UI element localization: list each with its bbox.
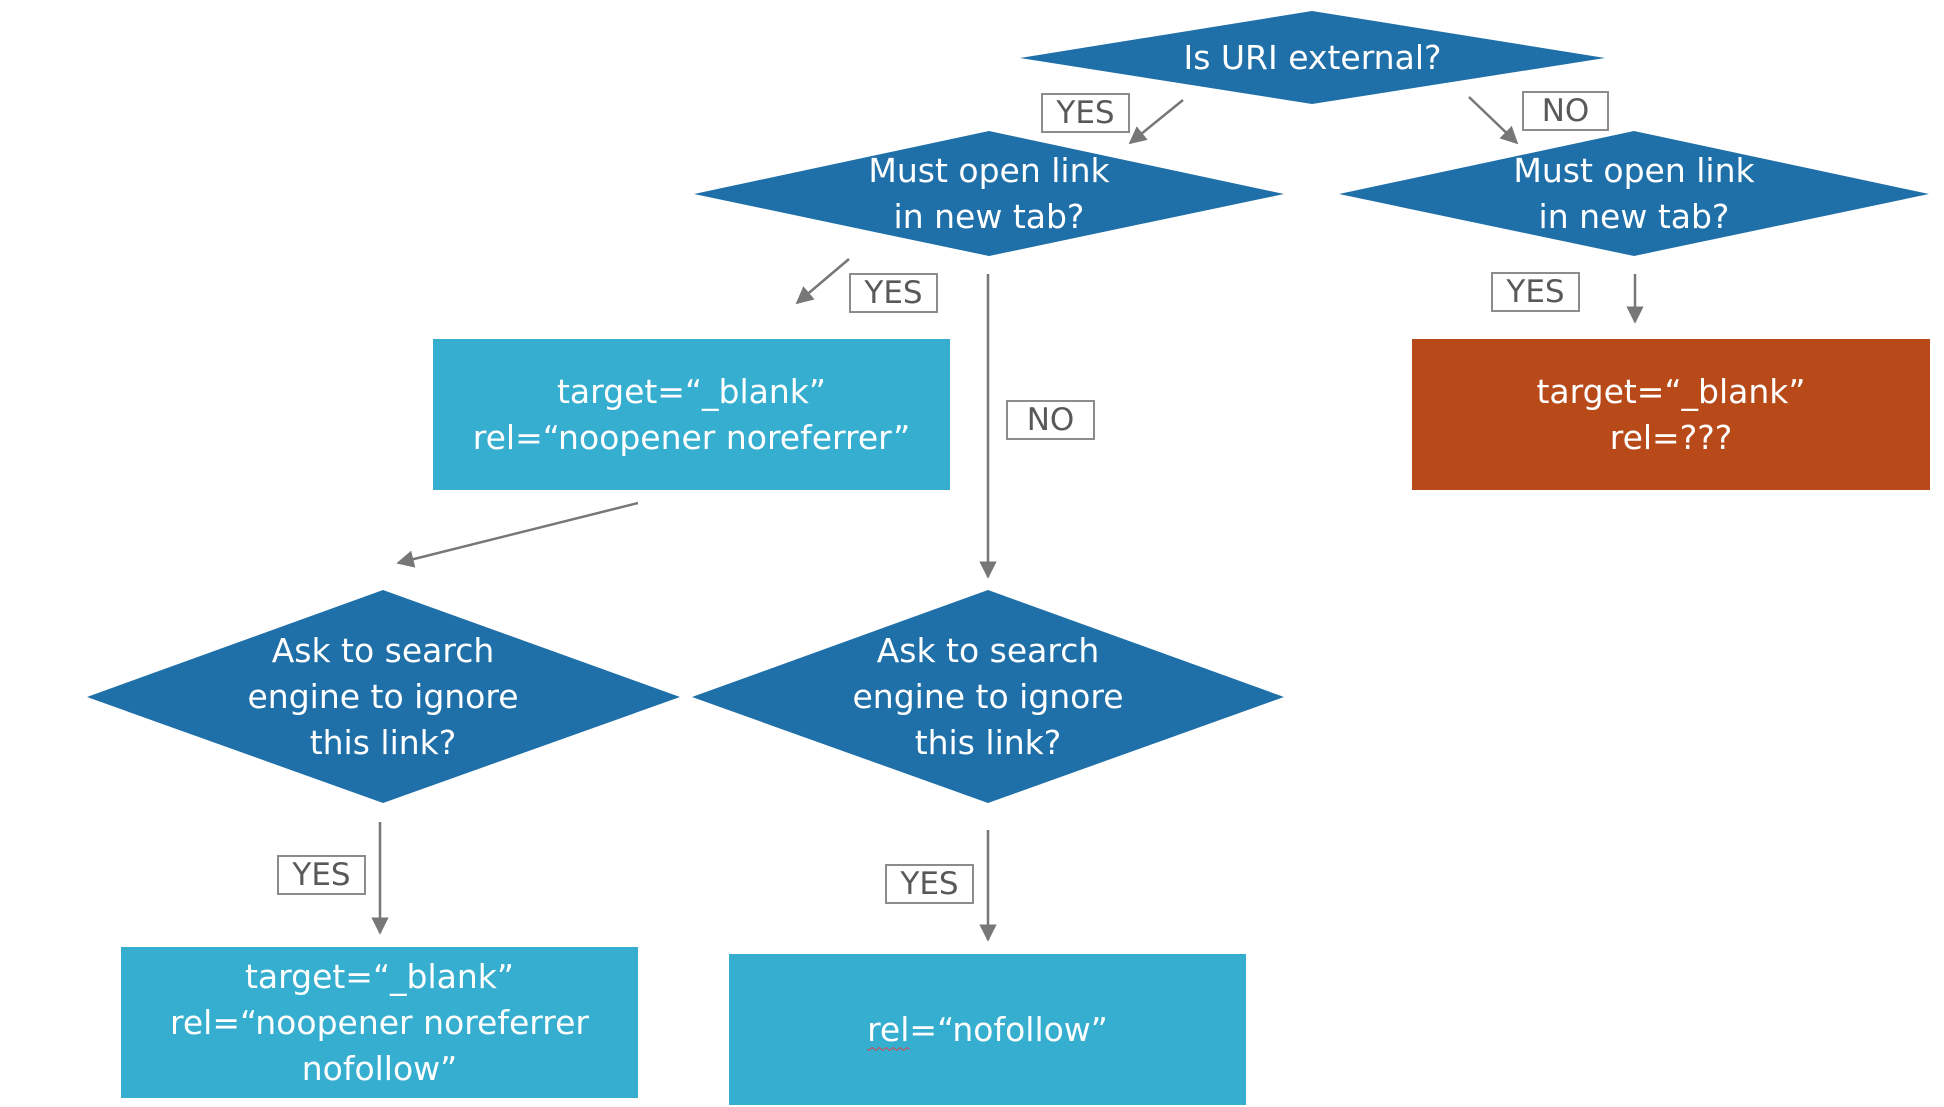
outcome-int-blank-unknown bbox=[1412, 339, 1930, 490]
uri-external-text: Is URI external? bbox=[1183, 38, 1442, 77]
decision-ext-new-tab bbox=[694, 131, 1284, 256]
int-blank-unknown-text: target=“_blank” rel=??? bbox=[1536, 371, 1806, 457]
label-yes-external: YES bbox=[1041, 93, 1130, 133]
arrow-uri-to-ext bbox=[1128, 99, 1184, 145]
outcome-blank-nofollow bbox=[121, 947, 638, 1098]
search-ignore-right-text: Ask to search engine to ignore this link… bbox=[852, 631, 1124, 762]
label-yes-int-tab: YES bbox=[1491, 272, 1580, 312]
decision-int-new-tab bbox=[1339, 131, 1929, 256]
decision-uri-external bbox=[1020, 11, 1605, 104]
outcome-nofollow bbox=[729, 954, 1246, 1105]
arrow-blank-to-search bbox=[396, 501, 639, 568]
outcome-ext-blank-noopener bbox=[433, 339, 950, 490]
blank-nofollow-text: target=“_blank” rel=“noopener noreferrer… bbox=[170, 956, 589, 1088]
label-yes-search-left: YES bbox=[277, 855, 366, 895]
label-yes-search-right: YES bbox=[885, 864, 974, 904]
ext-new-tab-text: Must open link in new tab? bbox=[868, 151, 1110, 236]
decision-search-ignore-right bbox=[692, 590, 1284, 803]
label-no-internal: NO bbox=[1522, 91, 1609, 131]
label-no-ext-tab: NO bbox=[1006, 400, 1095, 440]
int-new-tab-text: Must open link in new tab? bbox=[1513, 151, 1755, 236]
decision-search-ignore-left bbox=[87, 590, 680, 803]
nofollow-prefix: rel bbox=[867, 1009, 910, 1049]
arrow-ext-tab-yes bbox=[795, 258, 850, 305]
nofollow-suffix: =“nofollow” bbox=[909, 1009, 1108, 1049]
nofollow-text: rel=“nofollow” bbox=[729, 954, 1246, 1105]
ext-blank-noopener-text: target=“_blank” rel=“noopener noreferrer… bbox=[472, 371, 911, 457]
search-ignore-left-text: Ask to search engine to ignore this link… bbox=[247, 631, 519, 762]
label-yes-ext-tab: YES bbox=[849, 273, 938, 313]
arrow-uri-to-int bbox=[1468, 96, 1519, 145]
